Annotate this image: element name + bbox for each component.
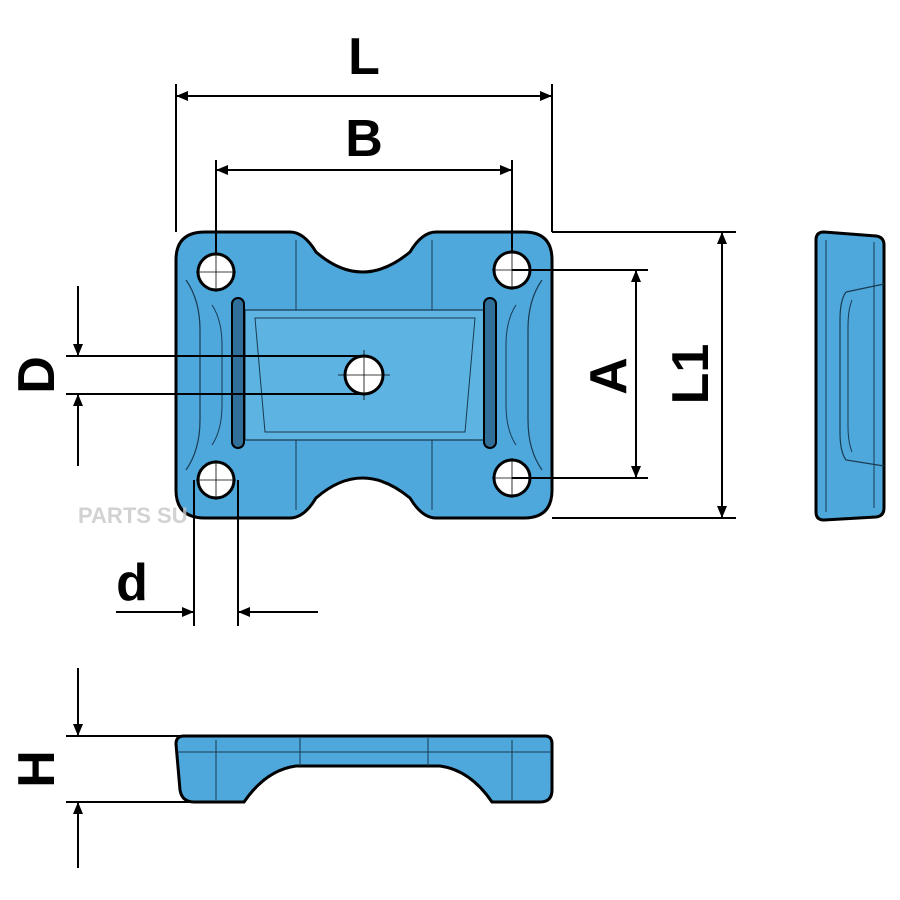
front-view — [174, 734, 554, 804]
dim-label-A: A — [580, 357, 638, 395]
dim-label-B: B — [345, 110, 383, 168]
side-view — [814, 230, 886, 522]
dimension-lines — [66, 84, 736, 868]
side-view-outline — [814, 230, 886, 522]
slot-left — [231, 297, 245, 449]
dim-label-d: d — [116, 554, 148, 612]
dim-label-L: L — [348, 28, 380, 86]
slot-right — [483, 297, 497, 449]
dim-label-D: D — [8, 356, 66, 394]
dim-label-H: H — [8, 750, 66, 788]
dim-label-L1: L1 — [662, 344, 720, 405]
top-view — [174, 230, 554, 520]
front-view-outline — [174, 734, 554, 804]
watermark: PARTS SU — [78, 503, 188, 528]
